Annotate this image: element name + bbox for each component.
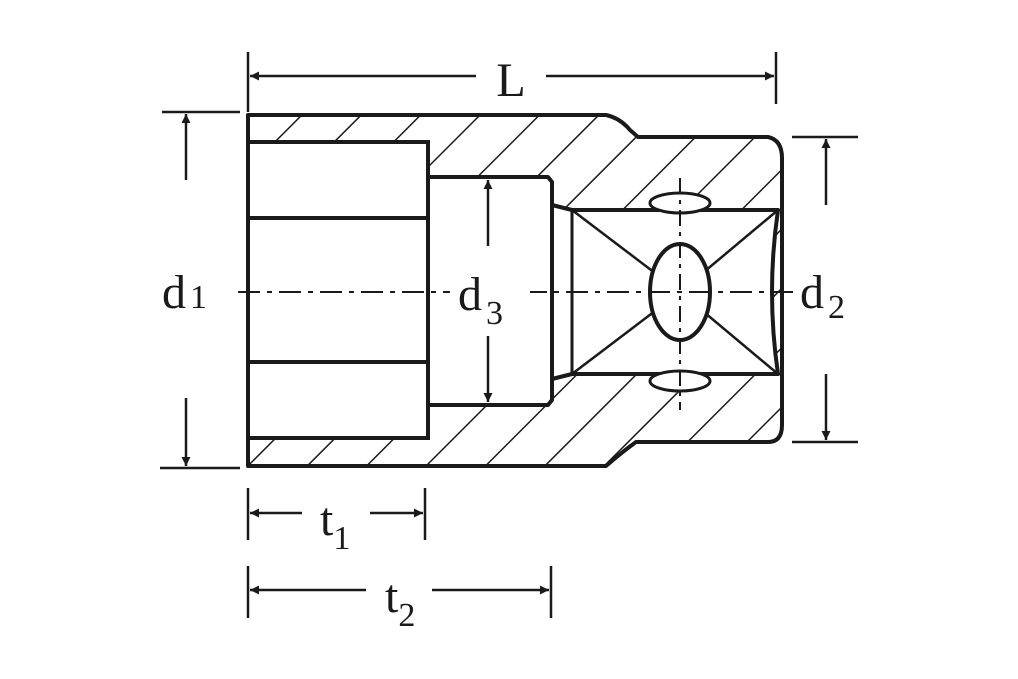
label-d1-sub: 1 xyxy=(190,279,207,316)
label-d1-base: d xyxy=(162,266,186,319)
label-t2-sub: 2 xyxy=(398,597,415,634)
label-t1-sub: 1 xyxy=(333,520,350,557)
label-d2-sub: 2 xyxy=(828,289,845,326)
label-d3-sub: 3 xyxy=(486,295,503,332)
hex-bore xyxy=(246,140,430,440)
label-t2-base: t xyxy=(385,570,399,623)
label-d3-base: d xyxy=(458,268,482,321)
label-L: L xyxy=(496,54,525,107)
label-t2: t2 xyxy=(385,570,415,634)
label-t1-base: t xyxy=(320,493,334,546)
label-t1: t1 xyxy=(320,493,350,557)
label-d2-base: d xyxy=(800,266,824,319)
label-d3-background xyxy=(450,262,530,328)
